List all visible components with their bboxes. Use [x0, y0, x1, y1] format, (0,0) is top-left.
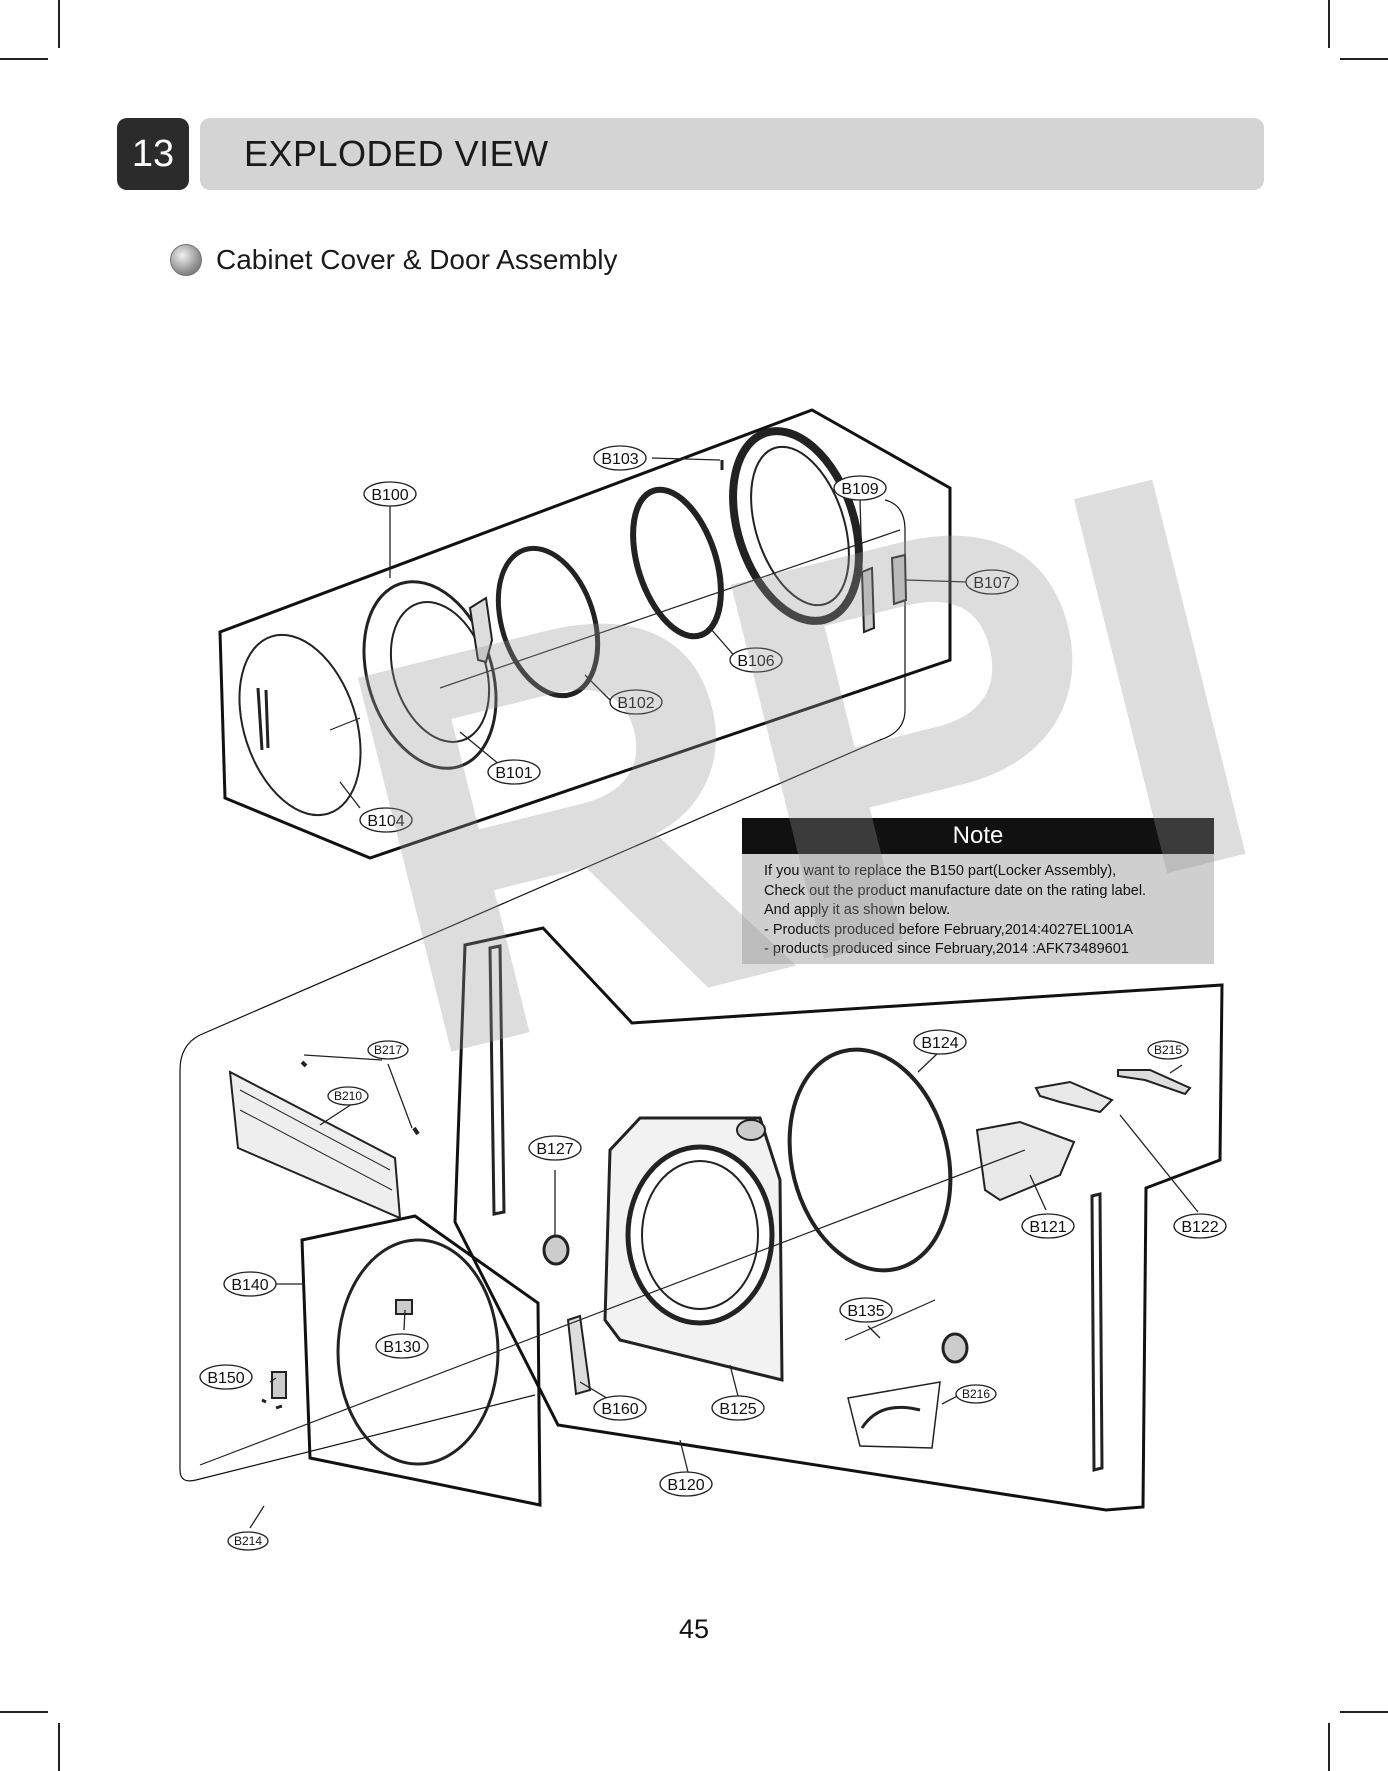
note-line: If you want to replace the B150 part(Loc… — [764, 863, 1117, 879]
note-line: - products produced since February,2014 … — [764, 941, 1129, 957]
svg-text:B150: B150 — [207, 1370, 244, 1387]
svg-text:B160: B160 — [601, 1401, 638, 1418]
cabinet-outline — [453, 926, 1224, 1512]
svg-text:B214: B214 — [234, 1534, 262, 1548]
callout-b214: B214 — [227, 1531, 269, 1551]
svg-text:B217: B217 — [374, 1043, 402, 1057]
svg-text:B107: B107 — [973, 575, 1010, 592]
side-rail-left — [488, 944, 506, 1216]
svg-text:B216: B216 — [962, 1387, 990, 1401]
callout-b150: B150 — [199, 1364, 253, 1390]
control-panel-bracket — [228, 1070, 402, 1220]
door-inner-boundary — [884, 499, 906, 710]
svg-text:B130: B130 — [383, 1339, 420, 1356]
section-title: EXPLODED VIEW — [244, 133, 549, 174]
door-outer-frame-part — [729, 427, 863, 625]
callout-b107: B107 — [965, 569, 1019, 595]
callout-b102: B102 — [609, 689, 663, 715]
door-frame-part — [495, 545, 601, 699]
callout-b104: B104 — [359, 807, 413, 833]
svg-text:B127: B127 — [536, 1141, 573, 1158]
callout-b121: B121 — [1021, 1213, 1075, 1239]
lint-filter-part — [975, 1120, 1076, 1202]
callout-b135: B135 — [839, 1297, 893, 1323]
door-gasket-part — [630, 486, 724, 640]
side-rail-right — [1090, 1192, 1104, 1472]
roller-part — [542, 1234, 570, 1266]
latch-part — [860, 566, 876, 634]
callout-b215: B215 — [1147, 1040, 1189, 1060]
svg-text:B103: B103 — [601, 451, 638, 468]
svg-text:B104: B104 — [367, 813, 404, 830]
svg-text:B100: B100 — [371, 487, 408, 504]
svg-text:B135: B135 — [847, 1303, 884, 1320]
svg-text:B121: B121 — [1029, 1219, 1066, 1236]
crop-mark — [1340, 58, 1388, 60]
callout-b140: B140 — [223, 1271, 277, 1297]
svg-text:B210: B210 — [334, 1089, 362, 1103]
callout-b106: B106 — [729, 647, 783, 673]
svg-text:B140: B140 — [231, 1277, 268, 1294]
svg-text:B109: B109 — [841, 481, 878, 498]
note-body: If you want to replace the B150 part(Loc… — [742, 854, 1214, 960]
crop-mark — [1328, 1723, 1330, 1771]
subheading: Cabinet Cover & Door Assembly — [170, 242, 618, 278]
callout-b210: B210 — [327, 1086, 369, 1106]
crop-mark — [1340, 1711, 1388, 1713]
svg-text:B101: B101 — [495, 765, 532, 782]
svg-text:B122: B122 — [1181, 1219, 1218, 1236]
callout-b125: B125 — [711, 1395, 765, 1421]
locker-part — [271, 1371, 287, 1399]
callout-b100: B100 — [363, 481, 417, 507]
hinge-part — [468, 596, 494, 664]
svg-text:B102: B102 — [617, 695, 654, 712]
roller-part — [941, 1332, 969, 1364]
note-line: - Products produced before February,2014… — [764, 921, 1133, 938]
callout-b120: B120 — [659, 1471, 713, 1497]
door-cover-part — [362, 580, 498, 770]
bullet-icon — [170, 244, 202, 276]
note-heading: Note — [742, 818, 1214, 854]
callout-b101: B101 — [487, 759, 541, 785]
callout-b122: B122 — [1173, 1213, 1227, 1239]
callout-b124: B124 — [913, 1029, 967, 1055]
callout-b160: B160 — [593, 1395, 647, 1421]
crop-mark — [58, 0, 60, 48]
callout-b216: B216 — [955, 1384, 997, 1404]
callout-b127: B127 — [528, 1135, 582, 1161]
lint-guide-part — [1034, 1080, 1114, 1114]
crop-mark — [0, 1711, 48, 1713]
svg-text:B215: B215 — [1154, 1043, 1182, 1057]
crop-mark — [0, 58, 48, 60]
drum-gasket-part — [787, 1047, 953, 1273]
callout-b217: B217 — [367, 1040, 409, 1060]
front-panel-outline — [300, 1214, 542, 1507]
filter-cap-part — [1117, 1069, 1192, 1096]
svg-text:B124: B124 — [921, 1035, 958, 1052]
subtitle: Cabinet Cover & Door Assembly — [216, 244, 618, 275]
wire-harness-part — [847, 1381, 941, 1449]
door-connection-line — [179, 709, 906, 1482]
section-header-bar: EXPLODED VIEW — [200, 118, 1264, 190]
crop-mark — [1328, 0, 1330, 48]
callout-b130: B130 — [375, 1333, 429, 1359]
svg-text:B120: B120 — [667, 1477, 704, 1494]
svg-text:B125: B125 — [719, 1401, 756, 1418]
callout-b103: B103 — [593, 445, 647, 471]
note-line: Check out the product manufacture date o… — [764, 882, 1147, 899]
door-assembly-outline — [218, 408, 952, 860]
crop-mark — [58, 1723, 60, 1771]
striker-part — [890, 553, 908, 606]
callout-b109: B109 — [833, 475, 887, 501]
front-panel-opening — [336, 1238, 500, 1466]
svg-text:B106: B106 — [737, 653, 774, 670]
note-box: Note If you want to replace the B150 par… — [742, 818, 1214, 964]
page-number: 45 — [678, 1614, 710, 1644]
sensor-bracket-part — [566, 1314, 592, 1396]
door-glass-part — [238, 633, 362, 817]
note-line: And apply it as shown below. — [764, 902, 951, 918]
section-number: 13 — [117, 118, 189, 190]
